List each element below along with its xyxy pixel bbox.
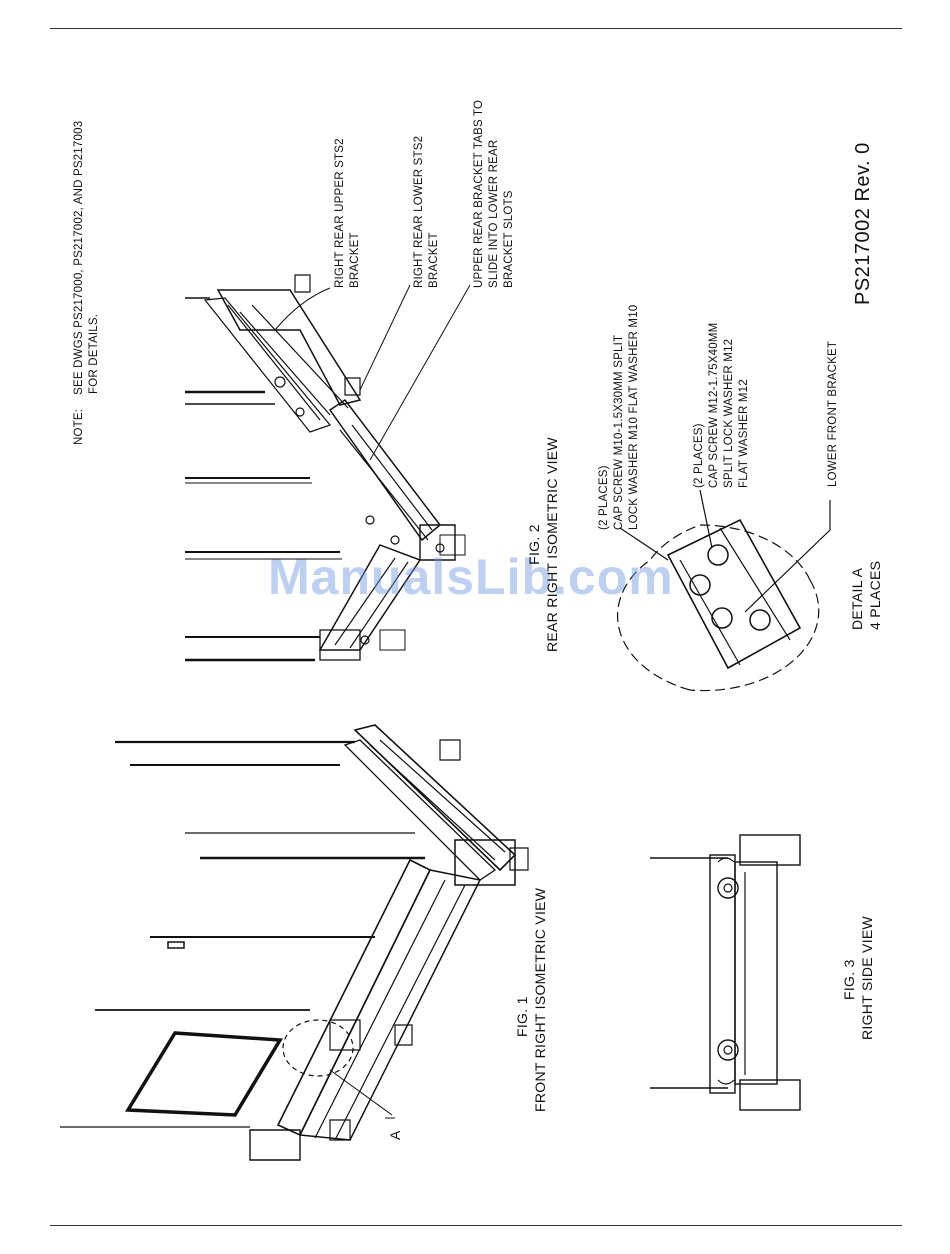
fig2-caption: FIG. 2 REAR RIGHT ISOMETRIC VIEW	[525, 437, 561, 652]
callout-tabs-line-3: BRACKET SLOTS	[503, 190, 515, 288]
top-rule	[50, 28, 902, 29]
callout-m10: (2 PLACES) CAP SCREW M10-1.5X30MM SPLIT …	[597, 305, 642, 530]
callout-bracket-tabs: UPPER REAR BRACKET TABS TO SLIDE INTO LO…	[472, 100, 517, 288]
callout-m12: (2 PLACES) CAP SCREW M12-1.75X40MM SPLIT…	[692, 323, 752, 488]
note-block: NOTE: SEE DWGS PS217000, PS217002, AND PS…	[72, 121, 102, 445]
callout-m12-line-4: FLAT WASHER M12	[738, 379, 750, 488]
callout-m10-line-1: (2 PLACES)	[598, 465, 610, 530]
callout-tabs-line-2: SLIDE INTO LOWER REAR	[488, 139, 500, 288]
callout-front-bracket-line-1: LOWER FRONT BRACKET	[827, 340, 839, 487]
fig1-number: FIG. 1	[514, 996, 530, 1037]
fig2-title: REAR RIGHT ISOMETRIC VIEW	[544, 437, 560, 652]
callout-m10-line-2: CAP SCREW M10-1.5X30MM SPLIT	[613, 334, 625, 530]
fig2-leaders	[274, 284, 471, 461]
watermark: ManualsLib.com	[268, 549, 674, 605]
callout-m10-line-3: LOCK WASHER M10 FLAT WASHER M10	[628, 304, 640, 530]
fig3-caption: FIG. 3 RIGHT SIDE VIEW	[840, 916, 876, 1040]
fig3-number: FIG. 3	[841, 959, 857, 1000]
document-number: PS217002 Rev. 0	[852, 142, 874, 305]
detail-a-marker: A	[387, 1130, 403, 1140]
bottom-rule	[50, 1225, 902, 1226]
fig2-drawing	[185, 274, 466, 662]
callout-m12-line-2: CAP SCREW M12-1.75X40MM	[708, 322, 720, 488]
callout-tabs-line-1: UPPER REAR BRACKET TABS TO	[473, 99, 485, 288]
callout-front-bracket: LOWER FRONT BRACKET	[826, 341, 841, 487]
detail-a-drawing	[616, 489, 831, 692]
callout-upper-bracket: RIGHT REAR UPPER STS2 BRACKET	[333, 138, 363, 288]
callout-upper-bracket-line-2: BRACKET	[349, 232, 361, 288]
callout-upper-bracket-line-1: RIGHT REAR UPPER STS2	[334, 138, 346, 288]
fig1-drawing	[60, 724, 529, 1161]
detail-a-caption: DETAIL A 4 PLACES	[848, 561, 884, 630]
fig1-caption: FIG. 1 FRONT RIGHT ISOMETRIC VIEW	[513, 888, 549, 1112]
note-prefix: NOTE:	[73, 408, 85, 445]
callout-lower-bracket-line-2: BRACKET	[428, 232, 440, 288]
fig1-title: FRONT RIGHT ISOMETRIC VIEW	[532, 887, 548, 1112]
fig2-number: FIG. 2	[526, 524, 542, 565]
callout-lower-bracket-line-1: RIGHT REAR LOWER STS2	[413, 135, 425, 288]
detail-a-subtitle: 4 PLACES	[867, 560, 883, 630]
note-line-2: FOR DETAILS.	[88, 313, 100, 394]
fig3-drawing	[650, 834, 801, 1111]
callout-m12-line-1: (2 PLACES)	[693, 423, 705, 488]
callout-lower-bracket: RIGHT REAR LOWER STS2 BRACKET	[412, 136, 442, 288]
callout-m12-line-3: SPLIT LOCK WASHER M12	[723, 338, 735, 488]
detail-a-title: DETAIL A	[849, 567, 865, 630]
note-line-1: SEE DWGS PS217000, PS217002, AND PS21700…	[73, 120, 85, 395]
fig3-title: RIGHT SIDE VIEW	[859, 915, 875, 1040]
